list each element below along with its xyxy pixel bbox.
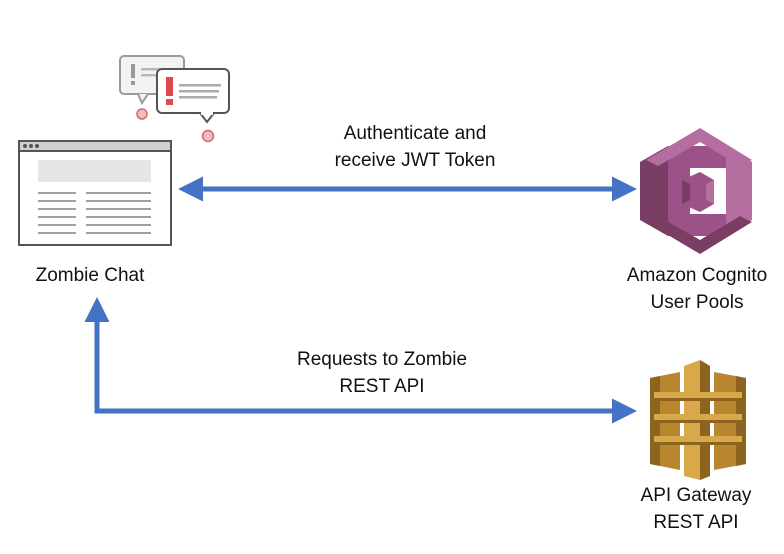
api-gateway-label: API Gateway REST API (620, 482, 772, 536)
cognito-label-line2: User Pools (650, 292, 744, 313)
auth-edge-label-line1: Authenticate and (343, 123, 487, 144)
cognito-label: Amazon Cognito User Pools (612, 262, 782, 316)
auth-edge-label: Authenticate and receive JWT Token (300, 120, 530, 174)
chat-alert-bubbles-icon (119, 55, 230, 143)
requests-edge-label: Requests to Zombie REST API (262, 346, 502, 400)
cognito-label-line1: Amazon Cognito (626, 265, 768, 286)
auth-edge-label-line2: receive JWT Token (334, 150, 496, 171)
amazon-cognito-icon (640, 128, 752, 254)
browser-window-icon (18, 140, 172, 246)
api-gateway-label-line2: REST API (653, 512, 739, 533)
zombie-chat-label: Zombie Chat (10, 262, 170, 289)
requests-edge-label-line1: Requests to Zombie (296, 349, 468, 370)
zombie-chat-label-text: Zombie Chat (35, 265, 145, 286)
api-gateway-icon (650, 360, 746, 480)
requests-arrow (84, 296, 638, 424)
requests-edge-label-line2: REST API (339, 376, 425, 397)
api-gateway-label-line1: API Gateway (640, 485, 752, 506)
